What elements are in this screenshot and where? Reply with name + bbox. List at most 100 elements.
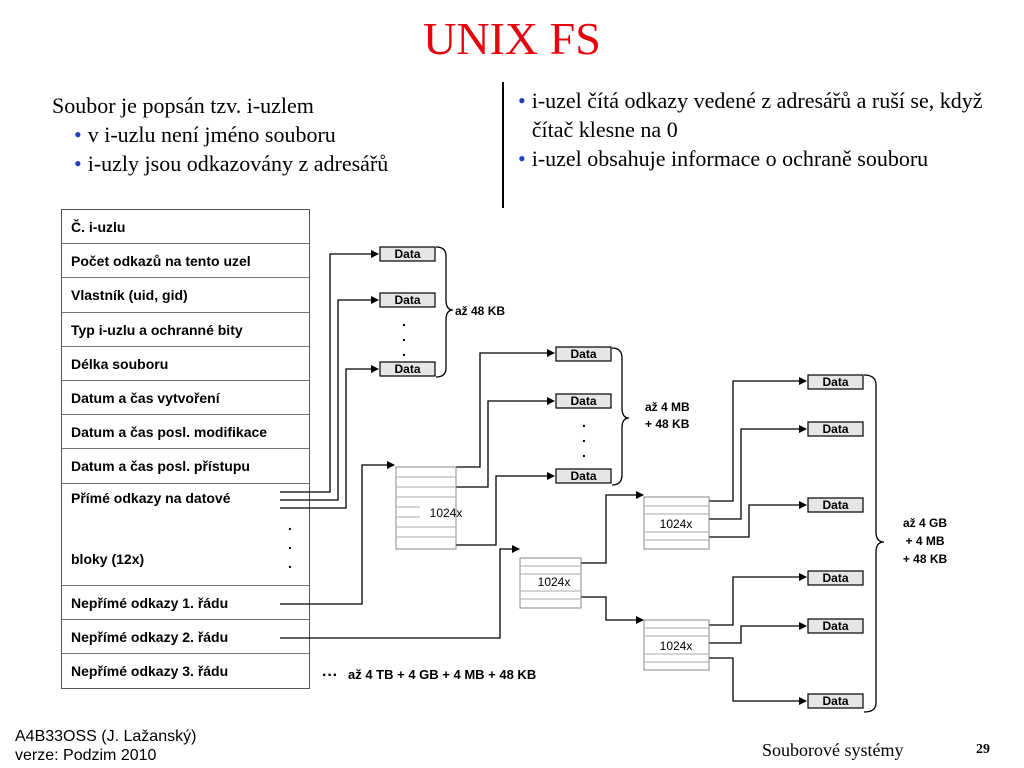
pointer-lines <box>280 250 807 705</box>
column-divider <box>502 82 504 208</box>
svg-text:.: . <box>582 429 586 445</box>
direct-pointer-line <box>280 296 379 501</box>
data-block: Data <box>555 346 612 362</box>
size-double-label: až 4 GB <box>903 516 947 530</box>
block-pointer-line <box>709 501 807 538</box>
brace-double <box>863 374 885 713</box>
svg-text:Data: Data <box>570 469 596 483</box>
data-block: Data <box>807 497 864 513</box>
direct-label-top: Přímé odkazy na datové <box>71 489 231 506</box>
left-bullet: •i-uzly jsou odkazovány z adresářů <box>52 149 388 178</box>
intro-text: Soubor je popsán tzv. i-uzlem <box>52 93 314 118</box>
inode-row: Č. i-uzlu <box>62 210 309 245</box>
data-blocks: Data Data Data Data Data Data Data Data … <box>379 246 864 709</box>
data-block: Data <box>555 468 612 484</box>
footer-version: verze: Podzim 2010 <box>15 747 157 764</box>
svg-text:.: . <box>582 414 586 430</box>
svg-text:Data: Data <box>822 694 848 708</box>
svg-text:.: . <box>288 555 292 571</box>
svg-text:.: . <box>402 343 406 359</box>
data-block: Data <box>807 618 864 634</box>
size-triple-label: až 4 TB + 4 GB + 4 MB + 48 KB <box>348 667 536 682</box>
continuation-dots: ... ... ... <box>288 313 586 571</box>
size-single-label: až 4 MB <box>645 400 690 414</box>
svg-text:Data: Data <box>570 394 596 408</box>
page-number: 29 <box>976 742 990 757</box>
size-double-label: + 48 KB <box>903 552 948 566</box>
data-block: Data <box>807 570 864 586</box>
right-text-block: •i-uzel čítá odkazy vedené z adresářů a … <box>518 86 988 173</box>
data-block: Data <box>379 246 436 262</box>
data-block: Data <box>807 693 864 709</box>
svg-text:Data: Data <box>822 375 848 389</box>
block-pointer-line <box>456 397 555 488</box>
svg-text:Data: Data <box>822 571 848 585</box>
slide-title: UNIX FS <box>423 13 601 64</box>
svg-text:.: . <box>402 328 406 344</box>
size-direct-label: až 48 KB <box>455 304 505 318</box>
svg-text:1024x: 1024x <box>660 517 693 531</box>
block-pointer-line <box>709 573 807 626</box>
inode-row: Typ i-uzlu a ochranné bity <box>62 313 309 347</box>
inode-row: Datum a čas posl. přístupu <box>62 449 309 484</box>
size-single-label: + 48 KB <box>645 417 690 431</box>
inode-row-indirect: Nepřímé odkazy 3. řádu <box>71 662 229 679</box>
inode-row: Datum a čas posl. modifikace <box>62 415 309 450</box>
left-bullet-text: i-uzly jsou odkazovány z adresářů <box>87 151 389 176</box>
inode-row: Počet odkazů na tento uzel <box>62 244 309 279</box>
svg-text:Data: Data <box>394 293 420 307</box>
block-pointer-line <box>456 349 555 468</box>
brace-single <box>611 347 630 486</box>
indirect-block: 1024x <box>643 496 710 550</box>
svg-text:.: . <box>288 536 292 552</box>
inode-row: Datum a čas vytvoření <box>62 381 309 416</box>
single-indirect-line <box>280 461 395 605</box>
left-bullet: •v i-uzlu není jméno souboru <box>52 120 388 149</box>
direct-pointer-line <box>280 365 379 509</box>
indirect-blocks: 1024x 1024x 1024x 1024x <box>395 466 710 671</box>
inode-row-direct: Přímé odkazy na datové bloky (12x) <box>62 484 309 586</box>
data-block: Data <box>379 292 436 308</box>
inode-row: Délka souboru <box>62 347 309 381</box>
indirect-block: 1024x <box>519 557 582 609</box>
svg-text:Data: Data <box>394 247 420 261</box>
footer-course: A4B33OSS (J. Lažanský) <box>15 728 197 745</box>
brace-direct <box>435 246 454 378</box>
left-text-block: Soubor je popsán tzv. i-uzlem •v i-uzlu … <box>52 91 388 178</box>
data-block: Data <box>379 361 436 377</box>
indirect-block: 1024x <box>643 619 710 671</box>
svg-text:Data: Data <box>822 422 848 436</box>
inode-table: Č. i-uzlu Počet odkazů na tento uzel Vla… <box>61 209 310 690</box>
right-bullet-text: i-uzel čítá odkazy vedené z adresářů a r… <box>531 88 983 142</box>
size-double-label: + 4 MB <box>905 534 944 548</box>
right-bullet: •i-uzel čítá odkazy vedené z adresářů a … <box>518 86 988 144</box>
svg-text:1024x: 1024x <box>660 639 693 653</box>
double-indirect-line <box>280 545 520 639</box>
inode-row-indirect: Nepřímé odkazy 2. řádu <box>62 620 309 654</box>
svg-text:Data: Data <box>822 498 848 512</box>
inode-row: Vlastník (uid, gid) <box>62 278 309 313</box>
data-block: Data <box>555 393 612 409</box>
svg-text:Data: Data <box>570 347 596 361</box>
footer-topic: Souborové systémy <box>762 740 904 760</box>
svg-text:.: . <box>288 517 292 533</box>
triple-ellipsis: ··· <box>322 667 338 684</box>
svg-text:Data: Data <box>822 619 848 633</box>
left-bullet-text: v i-uzlu není jméno souboru <box>87 122 336 147</box>
inode-row-indirect: Nepřímé odkazy 1. řádu <box>62 586 309 620</box>
bullet-icon: • <box>74 151 82 176</box>
size-braces <box>435 246 885 713</box>
size-labels: až 48 KB až 4 MB + 48 KB až 4 GB + 4 MB … <box>322 304 948 684</box>
block-pointer-line <box>581 596 644 624</box>
direct-pointer-line <box>280 250 379 493</box>
block-pointer-line <box>709 425 807 520</box>
block-pointer-line <box>456 472 555 546</box>
block-pointer-line <box>709 622 807 644</box>
svg-text:1024x: 1024x <box>430 506 463 520</box>
right-bullet: •i-uzel obsahuje informace o ochraně sou… <box>518 144 988 173</box>
svg-text:1024x: 1024x <box>538 575 571 589</box>
svg-text:.: . <box>582 444 586 460</box>
right-bullet-text: i-uzel obsahuje informace o ochraně soub… <box>531 146 929 171</box>
direct-label-bottom: bloky (12x) <box>71 550 145 567</box>
